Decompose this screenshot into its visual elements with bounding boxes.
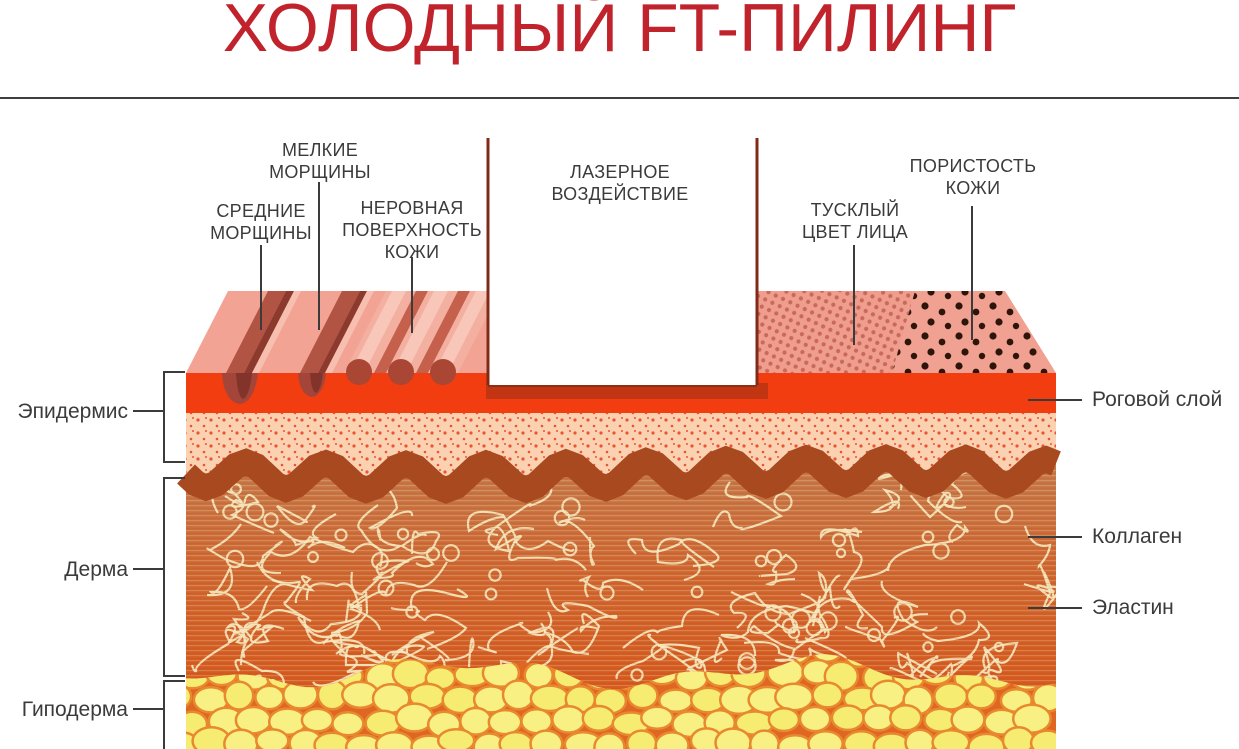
label-skin-porosity: ПОРИСТОСТЬ КОЖИ <box>909 156 1037 198</box>
uneven-surface-ridge <box>344 291 416 373</box>
dermis-layer <box>186 458 1056 712</box>
connector-hypodermis <box>133 708 163 710</box>
basal-membrane-wave <box>177 444 1061 504</box>
label-medium-wrinkles: СРЕДНИЕ МОРЩИНЫ <box>210 201 312 243</box>
label-dull-complexion: ТУСКЛЫЙ ЦВЕТ ЛИЦА <box>801 200 909 242</box>
pointer-line-medium-wrinkles <box>260 245 262 330</box>
label-elastin: Эластин <box>1092 596 1174 619</box>
label-uneven-surface: НЕРОВНАЯ ПОВЕРХНОСТЬ КОЖИ <box>342 198 482 262</box>
bracket-hypodermis <box>163 680 185 749</box>
fine-wrinkle-groove <box>298 373 326 397</box>
connector-collagen <box>1028 536 1082 538</box>
skin-top-surface <box>186 291 1056 404</box>
title-divider-line <box>0 97 1239 99</box>
medium-wrinkle-groove <box>222 373 258 404</box>
uneven-surface-ridge <box>428 291 500 373</box>
label-dermis: Дерма <box>64 558 128 581</box>
label-hypodermis: Гиподерма <box>21 698 128 721</box>
collagen-elastin-fibers <box>189 461 1056 712</box>
uneven-surface-ridge <box>386 291 458 373</box>
pointer-line-uneven-surface <box>411 257 413 333</box>
connector-epidermis <box>133 410 163 412</box>
porous-skin-area <box>892 291 1056 373</box>
label-stratum-corneum: Роговой слой <box>1092 388 1223 411</box>
stratum-corneum-band <box>186 373 1056 413</box>
connector-stratum-corneum <box>1028 399 1082 401</box>
connector-elastin <box>1028 607 1082 609</box>
label-laser-action: ЛАЗЕРНОЕ ВОЗДЕЙСТВИЕ <box>551 162 689 204</box>
hypodermis-layer <box>186 654 1056 749</box>
fat-cells <box>186 654 1056 749</box>
pointer-line-dull-complexion <box>853 245 855 345</box>
dull-skin-area <box>757 291 915 373</box>
label-epidermis: Эпидермис <box>17 400 128 423</box>
bracket-epidermis <box>163 371 185 463</box>
bracket-dermis <box>163 477 185 677</box>
pointer-line-skin-porosity <box>971 206 973 340</box>
label-collagen: Коллаген <box>1092 525 1183 548</box>
epidermis-speckled-layer <box>186 413 1056 490</box>
label-fine-wrinkles: МЕЛКИЕ МОРЩИНЫ <box>269 140 371 182</box>
pointer-line-fine-wrinkles <box>318 182 320 330</box>
connector-dermis <box>133 568 163 570</box>
page-title: ХОЛОДНЫЙ FT-ПИЛИНГ <box>222 0 1017 66</box>
